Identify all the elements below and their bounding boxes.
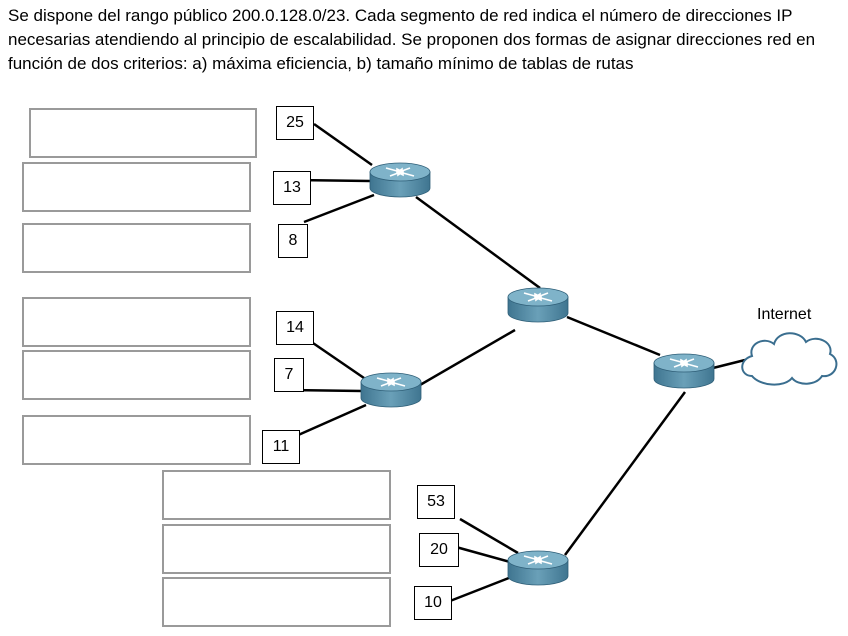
answer-box[interactable] <box>162 577 391 627</box>
segment-count-label: 8 <box>278 224 308 258</box>
segment-count-label: 25 <box>276 106 314 140</box>
cloud-icon <box>741 332 838 386</box>
link-redge-internet <box>712 358 746 370</box>
problem-statement: Se dispone del rango público 200.0.128.0… <box>8 6 816 73</box>
answer-box[interactable] <box>22 162 251 212</box>
link-seg-10 <box>449 574 515 603</box>
answer-box[interactable] <box>162 470 391 520</box>
answer-box[interactable] <box>29 108 257 158</box>
router-icon <box>507 550 569 586</box>
link-r3-redge <box>563 391 687 556</box>
link-seg-53 <box>459 517 519 555</box>
link-r1-rcore <box>415 195 541 290</box>
segment-count-label: 53 <box>417 485 455 519</box>
segment-count-label: 14 <box>276 311 314 345</box>
link-rcore-redge <box>566 315 661 357</box>
answer-box[interactable] <box>22 297 251 347</box>
link-seg-14 <box>309 339 365 380</box>
answer-box[interactable] <box>22 415 251 465</box>
router-icon <box>507 287 569 323</box>
internet-label: Internet <box>757 306 812 323</box>
segment-count-label: 7 <box>274 358 304 392</box>
link-seg-25 <box>313 122 373 167</box>
segment-count-label: 11 <box>262 430 300 464</box>
router-icon <box>653 353 715 389</box>
link-seg-20 <box>455 545 511 564</box>
link-r2-rcore <box>419 328 516 387</box>
router-icon <box>369 162 431 198</box>
segment-count-label: 20 <box>419 533 459 567</box>
segment-count-label: 10 <box>414 586 452 620</box>
answer-box[interactable] <box>162 524 391 574</box>
answer-box[interactable] <box>22 223 251 273</box>
router-icon <box>360 372 422 408</box>
segment-count-label: 13 <box>273 171 311 205</box>
link-seg-11 <box>295 403 367 438</box>
answer-box[interactable] <box>22 350 251 400</box>
link-seg-8 <box>303 193 375 224</box>
